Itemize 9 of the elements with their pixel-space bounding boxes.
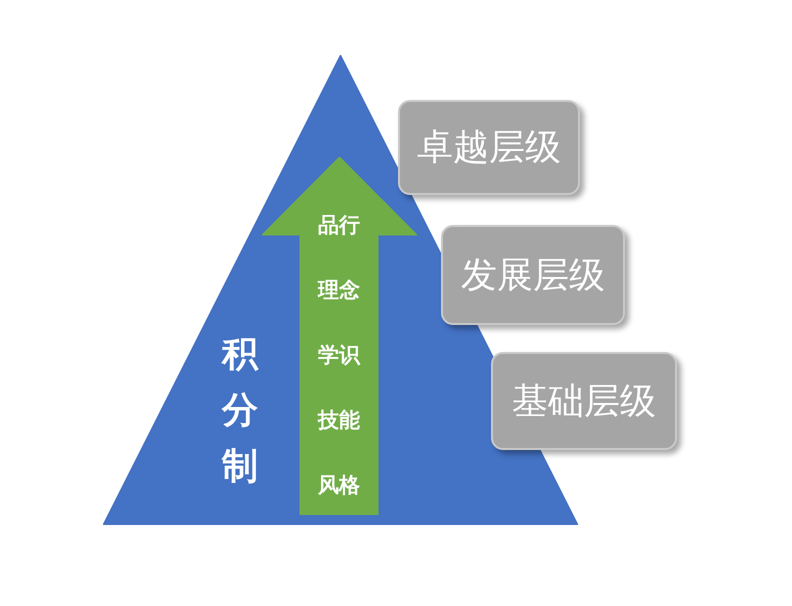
level-box: 发展层级	[441, 225, 625, 325]
level-box: 基础层级	[491, 352, 677, 450]
arrow-label: 品行	[317, 212, 361, 239]
level-box: 卓越层级	[398, 100, 580, 195]
arrow-label: 技能	[316, 407, 361, 434]
vertical-title: 积分制	[220, 333, 260, 489]
arrow-label: 风格	[317, 472, 361, 499]
arrow-label: 学识	[317, 342, 362, 369]
arrow-label: 理念	[316, 277, 361, 304]
